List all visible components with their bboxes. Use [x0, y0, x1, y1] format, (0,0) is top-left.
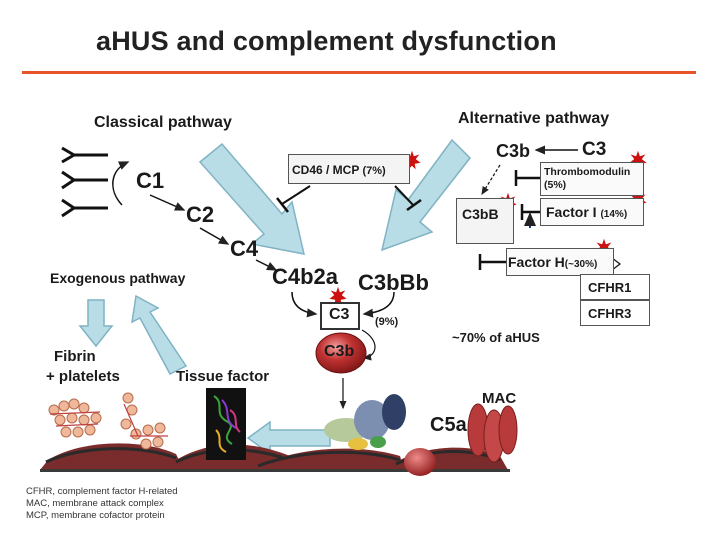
- exogenous-pathway-label: Exogenous pathway: [50, 270, 186, 286]
- exogenous-down-arrow: [78, 299, 114, 348]
- fibrin-strands: [49, 403, 168, 437]
- footnote-mac: MAC, membrane attack complex: [26, 498, 164, 509]
- factor-h-name: Factor H: [508, 254, 565, 270]
- thrombomodulin-pct: (5%): [544, 179, 567, 191]
- tissue-factor-molecule: [213, 395, 241, 453]
- mac-label: MAC: [482, 390, 517, 407]
- c4-label: C4: [230, 236, 259, 261]
- alternative-big-arrow: [380, 138, 471, 252]
- c3b-circle: [315, 332, 367, 374]
- factor-h-label: Factor H(~30%): [508, 254, 597, 270]
- fibrin-label: Fibrin: [54, 348, 96, 365]
- c5a-label: C5a: [430, 414, 467, 436]
- tissue-factor-label: Tissue factor: [176, 368, 270, 385]
- thrombomodulin-label: Thrombomodulin: [544, 166, 631, 178]
- cfhr1-label: CFHR1: [588, 280, 632, 295]
- factor-i-label: Factor I (14%): [546, 204, 627, 220]
- factor-h-box: [506, 248, 614, 276]
- c3bB-box: [456, 198, 514, 244]
- feedback-left-arrow: [246, 420, 331, 456]
- cd46-inhibit-right: [394, 185, 415, 207]
- c3bbb-to-c3-arrow: [362, 291, 395, 318]
- classical-pathway-label: Classical pathway: [94, 114, 232, 131]
- c5a-sphere: [404, 448, 436, 476]
- c3-top-label: C3: [582, 139, 607, 160]
- factor-i-box: [540, 198, 644, 226]
- mac-pores: [467, 403, 518, 463]
- factor-i-name: Factor I: [546, 204, 597, 220]
- classical-big-arrow: [198, 142, 305, 255]
- c3bbb-label: C3bBb: [358, 270, 429, 295]
- complement-complex-illustration: [324, 394, 406, 450]
- c3b-to-c3bB-arrow: [481, 164, 501, 196]
- c2-to-c4-arrow: [199, 227, 230, 245]
- thrombomodulin-box: [540, 162, 644, 196]
- c4-to-c4b2a-arrow: [255, 259, 278, 271]
- c3-box-label: C3: [329, 306, 350, 323]
- factor-h-inhibit: [478, 254, 506, 270]
- cd46-mcp-name: CD46 / MCP: [292, 163, 360, 177]
- c2-label: C2: [186, 202, 215, 227]
- cfhr3-box: [580, 300, 650, 326]
- cd46-mcp-box: [288, 154, 410, 184]
- fibrin-platelets-cluster: [48, 392, 166, 450]
- c3-pct-label: (9%): [375, 316, 399, 328]
- factor-h-pct: (~30%): [564, 259, 598, 270]
- c4b2a-label: C4b2a: [272, 264, 339, 289]
- cfhr1-box: [580, 274, 650, 300]
- footnote-cfhr: CFHR, complement factor H-related: [26, 486, 178, 497]
- cd46-inhibit-left: [281, 185, 311, 205]
- c1-label: C1: [136, 168, 165, 193]
- cd46-mcp-label: CD46 / MCP (7%): [292, 163, 386, 177]
- c3b-top-label: C3b: [496, 141, 531, 161]
- tissue-factor-up-arrow: [131, 294, 188, 375]
- slide-title: aHUS and complement dysfunction: [96, 26, 557, 56]
- endothelial-cells: [40, 443, 510, 472]
- c1-curved-arrow: [112, 161, 130, 206]
- cd46-inhibit-left-bar: [276, 197, 289, 213]
- tissue-factor-panel: [206, 388, 246, 460]
- antibody-icons: [61, 146, 108, 218]
- cd46-mcp-pct: (7%): [362, 165, 386, 177]
- factor-i-inhibit: [520, 204, 540, 220]
- thrombomodulin-inhibit: [514, 170, 540, 186]
- platelets-label: + platelets: [46, 368, 120, 385]
- c4b2a-to-c3-arrow: [291, 291, 318, 318]
- c3-box: [320, 302, 360, 330]
- factor-i-pct: (14%): [600, 209, 628, 220]
- c3b-circle-label: C3b: [324, 343, 355, 360]
- footnote-mcp: MCP, membrane cofactor protein: [26, 510, 165, 521]
- c1-to-c2-arrow: [149, 194, 186, 211]
- title-rule: [22, 71, 696, 74]
- c3bB-label: C3bB: [462, 206, 499, 222]
- ahus-70-label: ~70% of aHUS: [452, 330, 540, 345]
- c3-pct-curve: [361, 329, 376, 361]
- alternative-pathway-label: Alternative pathway: [458, 110, 610, 127]
- factor-h-bracket: [611, 257, 621, 271]
- cfhr3-label: CFHR3: [588, 306, 632, 321]
- cd46-inhibit-right-bar: [406, 198, 422, 212]
